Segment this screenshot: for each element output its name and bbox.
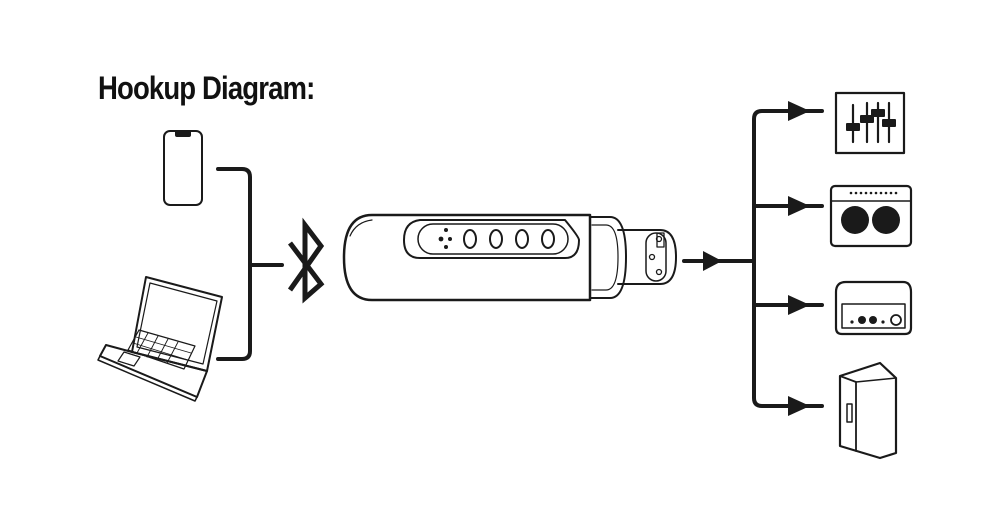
diagram-title: Hookup Diagram:: [98, 70, 315, 106]
guitar-amplifier-icon: [829, 184, 913, 248]
arrow-icon: [703, 251, 722, 271]
bluetooth-xlr-adapter-icon: [342, 213, 677, 302]
smartphone-icon: [163, 130, 203, 206]
mixer-icon: [834, 91, 906, 155]
arrow-icon: [788, 295, 810, 315]
arrow-icon: [788, 196, 810, 216]
pa-speaker-icon: [838, 361, 898, 460]
arrow-icon: [788, 101, 810, 121]
laptop-icon: [97, 276, 223, 402]
output-arrows: [703, 101, 810, 416]
bluetooth-icon: [287, 217, 325, 304]
arrow-icon: [788, 396, 810, 416]
source-bracket: [216, 167, 284, 361]
audio-interface-icon: [834, 280, 913, 336]
